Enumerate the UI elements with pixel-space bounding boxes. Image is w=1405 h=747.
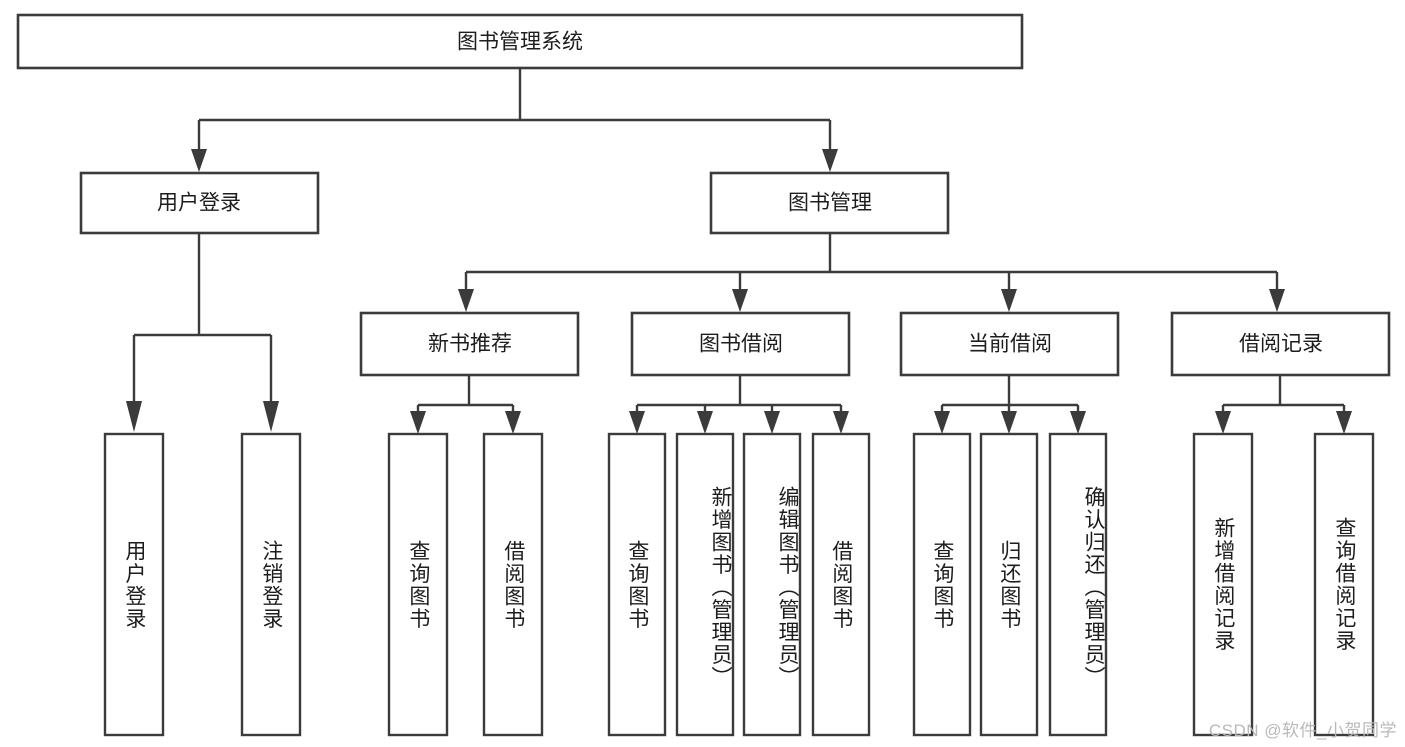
arrowhead-new-book-rec [458,289,474,312]
node-box-leaf-borrow-book-1[interactable] [482,432,544,737]
arrowhead-leaf-borrow-book-2 [833,411,849,434]
arrowhead-leaf-user-login [126,401,142,432]
node-box-leaf-query-borrow-record[interactable] [1313,432,1375,737]
arrowhead-leaf-logout-login [263,401,279,432]
arrowhead-leaf-return-book [1001,411,1017,434]
arrowhead-leaf-add-borrow-record [1215,411,1231,434]
node-box-borrow-record[interactable] [1170,311,1391,377]
node-box-leaf-add-borrow-record[interactable] [1192,432,1254,737]
node-label-book-manage: 图书管理 [788,192,872,215]
node-box-new-book-rec[interactable] [359,311,580,377]
csdn-watermark: CSDN @软件_小贺同学 [1208,721,1397,740]
node-label-user-login: 用户登录 [157,192,241,215]
arrowhead-leaf-confirm-return-admin [1070,411,1086,434]
node-label-new-book-rec: 新书推荐 [428,333,512,356]
arrowhead-leaf-query-book-3 [934,411,950,434]
node-box-leaf-query-book-1[interactable] [387,432,449,737]
arrowhead-borrow-record [1269,289,1285,312]
node-box-leaf-borrow-book-2[interactable] [811,432,871,737]
node-box-leaf-logout-login[interactable] [240,432,302,737]
arrowhead-leaf-query-book-2 [629,411,645,434]
node-box-leaf-confirm-return-admin[interactable] [1048,432,1108,737]
node-box-leaf-user-login[interactable] [103,432,165,737]
nodes-layer: 图书管理系统 用户登录 图书管理 新书推荐 图书借阅 当前借阅 借阅记录 [16,13,1391,737]
node-box-leaf-edit-book-admin[interactable] [742,432,802,737]
arrowhead-book-manage [822,149,838,172]
node-box-leaf-query-book-2[interactable] [607,432,667,737]
node-label-borrow-record: 借阅记录 [1239,333,1323,356]
arrowhead-book-borrow [732,289,748,312]
arrowhead-leaf-query-book-1 [410,411,426,434]
arrowhead-user-login [191,149,207,172]
node-label-root: 图书管理系统 [457,31,583,54]
node-box-user-login[interactable] [79,171,320,235]
node-box-leaf-add-book-admin[interactable] [675,432,735,737]
arrowhead-leaf-edit-book-admin [764,411,780,434]
node-box-book-manage[interactable] [709,171,950,235]
node-box-current-borrow[interactable] [899,311,1120,377]
arrowhead-leaf-add-book-admin [697,411,713,434]
node-box-root[interactable] [16,13,1024,70]
node-label-book-borrow: 图书借阅 [699,333,783,356]
arrowhead-current-borrow [1001,289,1017,312]
node-label-current-borrow: 当前借阅 [968,333,1052,356]
node-box-leaf-return-book[interactable] [979,432,1039,737]
node-box-book-borrow[interactable] [630,311,851,377]
arrowhead-leaf-query-borrow-record [1336,411,1352,434]
arrowhead-leaf-borrow-book-1 [505,411,521,434]
node-box-leaf-query-book-3[interactable] [912,432,972,737]
connectors-layer [126,68,1352,434]
